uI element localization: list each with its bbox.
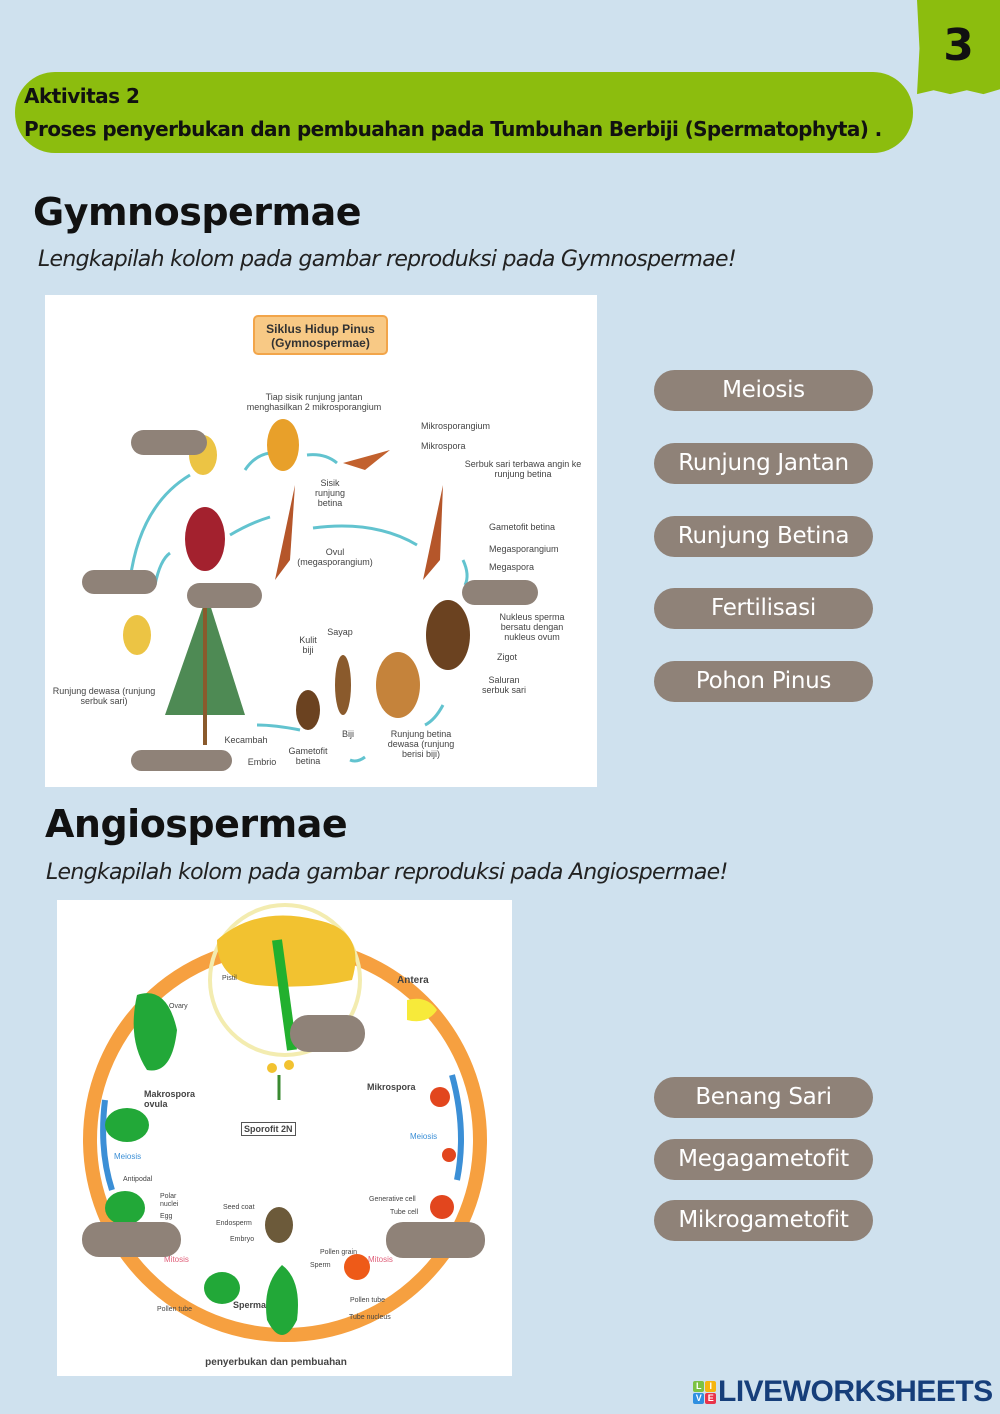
label-kecambah: Kecambah — [224, 735, 268, 745]
label-pistil: Pistil — [222, 975, 237, 982]
activity-banner: Aktivitas 2 Proses penyerbukan dan pembu… — [15, 72, 913, 153]
pine-cycle-art — [123, 419, 470, 763]
gymno-diagram: Siklus Hidup Pinus (Gymnospermae) Tiap s… — [45, 295, 597, 787]
page-number: 3 — [917, 0, 1000, 95]
label-antera: Antera — [397, 975, 429, 986]
label-meiosis-right: Meiosis — [410, 1132, 438, 1141]
label-pollen-tube-left: Pollen tube — [157, 1306, 193, 1313]
drop-zone-7[interactable] — [82, 1222, 181, 1257]
label-makrospora-ovula: Makrospora ovula — [144, 1089, 196, 1109]
answer-mikrogametofit[interactable]: Mikrogametofit — [654, 1200, 873, 1241]
label-serbuk-sari: Serbuk sari terbawa angin ke runjung bet… — [464, 459, 582, 479]
label-kulit-biji: Kulit biji — [299, 635, 317, 655]
activity-label: Aktivitas 2 — [24, 84, 140, 108]
label-nukleus-sperma: Nukleus sperma bersatu dengan nukleus ov… — [499, 612, 565, 642]
activity-title: Proses penyerbukan dan pembuahan pada Tu… — [24, 117, 882, 141]
gymno-heading: Gymnospermae — [33, 190, 362, 234]
logo-tile: E — [705, 1392, 716, 1404]
label-embryo: Embryo — [230, 1236, 255, 1243]
label-tube-nucleus: Tube nucleus — [349, 1314, 391, 1321]
label-sperm: Sperm — [310, 1262, 331, 1269]
label-pollen-grain: Pollen grain — [320, 1249, 357, 1256]
label-saluran-serbuk-sari: Saluran serbuk sari — [481, 675, 526, 695]
diagram-title-line2: (Gymnospermae) — [271, 336, 370, 350]
label-sayap: Sayap — [327, 627, 353, 637]
answer-fertilisasi[interactable]: Fertilisasi — [654, 588, 873, 629]
label-mikrospora-angio: Mikrospora — [367, 1082, 416, 1092]
logo-tile: I — [705, 1380, 716, 1392]
label-endosperm: Endosperm — [216, 1220, 252, 1227]
label-biji: Biji — [341, 729, 355, 739]
label-zigot: Zigot — [497, 652, 518, 662]
label-gametofit-betina: Gametofit betina — [489, 522, 556, 532]
label-sporofit: Sporofit 2N — [241, 1122, 296, 1136]
label-antipodal: Antipodal — [123, 1176, 153, 1183]
diagram-title-line1: Siklus Hidup Pinus — [266, 322, 375, 336]
answer-benang-sari[interactable]: Benang Sari — [654, 1077, 873, 1118]
answer-pohon-pinus[interactable]: Pohon Pinus — [654, 661, 873, 702]
drop-zone-5[interactable] — [131, 750, 232, 771]
label-generative-cell: Generative cell — [369, 1196, 416, 1203]
label-meiosis-left: Meiosis — [114, 1152, 142, 1161]
label-mitosis-right: Mitosis — [368, 1255, 393, 1264]
answer-meiosis[interactable]: Meiosis — [654, 370, 873, 411]
drop-zone-8[interactable] — [386, 1222, 485, 1258]
diagram-title: Siklus Hidup Pinus (Gymnospermae) — [253, 315, 388, 355]
label-ovul: Ovul (megasporangium) — [297, 547, 373, 567]
answer-runjung-jantan[interactable]: Runjung Jantan — [654, 443, 873, 484]
label-runjung-betina-dewasa: Runjung betina dewasa (runjung berisi bi… — [387, 729, 455, 759]
label-sperma: Sperma — [233, 1300, 267, 1310]
flower-cycle-art — [83, 903, 487, 1342]
label-penyerbukan: penyerbukan dan pembuahan — [205, 1357, 347, 1368]
label-polar-nuclei: Polar nuclei — [160, 1193, 179, 1208]
label-tiap-sisik: Tiap sisik runjung jantan menghasilkan 2… — [246, 392, 382, 412]
label-runjung-dewasa: Runjung dewasa (runjung serbuk sari) — [52, 686, 156, 706]
logo-tiles-icon: L I V E — [693, 1380, 716, 1404]
label-megasporangium: Megasporangium — [489, 544, 559, 554]
label-pollen-tube-right: Pollen tube — [350, 1297, 386, 1304]
label-mikrosporangium: Mikrosporangium — [421, 421, 491, 431]
label-seed-coat: Seed coat — [223, 1204, 255, 1211]
label-gametofit-betina-2: Gametofit betina — [288, 746, 328, 766]
drop-zone-2[interactable] — [82, 570, 157, 594]
logo-tile: V — [693, 1392, 704, 1404]
logo-text: LIVEWORKSHEETS — [718, 1375, 993, 1408]
gymno-instruction: Lengkapilah kolom pada gambar reproduksi… — [38, 247, 737, 272]
drop-zone-4[interactable] — [462, 580, 538, 605]
label-mikrospora: Mikrospora — [421, 441, 466, 451]
angio-instruction: Lengkapilah kolom pada gambar reproduksi… — [46, 860, 728, 885]
label-ovary: Ovary — [169, 1003, 188, 1010]
label-tube-cell: Tube cell — [390, 1209, 419, 1216]
angio-heading: Angiospermae — [45, 802, 348, 846]
drop-zone-1[interactable] — [131, 430, 207, 455]
drop-zone-3[interactable] — [187, 583, 262, 608]
logo-tile: L — [693, 1380, 704, 1392]
angio-diagram: Pistil Antera Ovary Makrospora ovula Mik… — [57, 900, 512, 1376]
label-sisik-runjung-betina: Sisik runjung betina — [314, 478, 346, 508]
answer-megagametofit[interactable]: Megagametofit — [654, 1139, 873, 1180]
label-egg: Egg — [160, 1213, 173, 1220]
answer-runjung-betina[interactable]: Runjung Betina — [654, 516, 873, 557]
label-embrio: Embrio — [247, 757, 277, 767]
liveworksheets-logo: L I V E LIVEWORKSHEETS — [693, 1375, 993, 1409]
drop-zone-6[interactable] — [290, 1015, 365, 1052]
label-megaspora: Megaspora — [489, 562, 535, 572]
label-mitosis-left: Mitosis — [164, 1255, 189, 1264]
